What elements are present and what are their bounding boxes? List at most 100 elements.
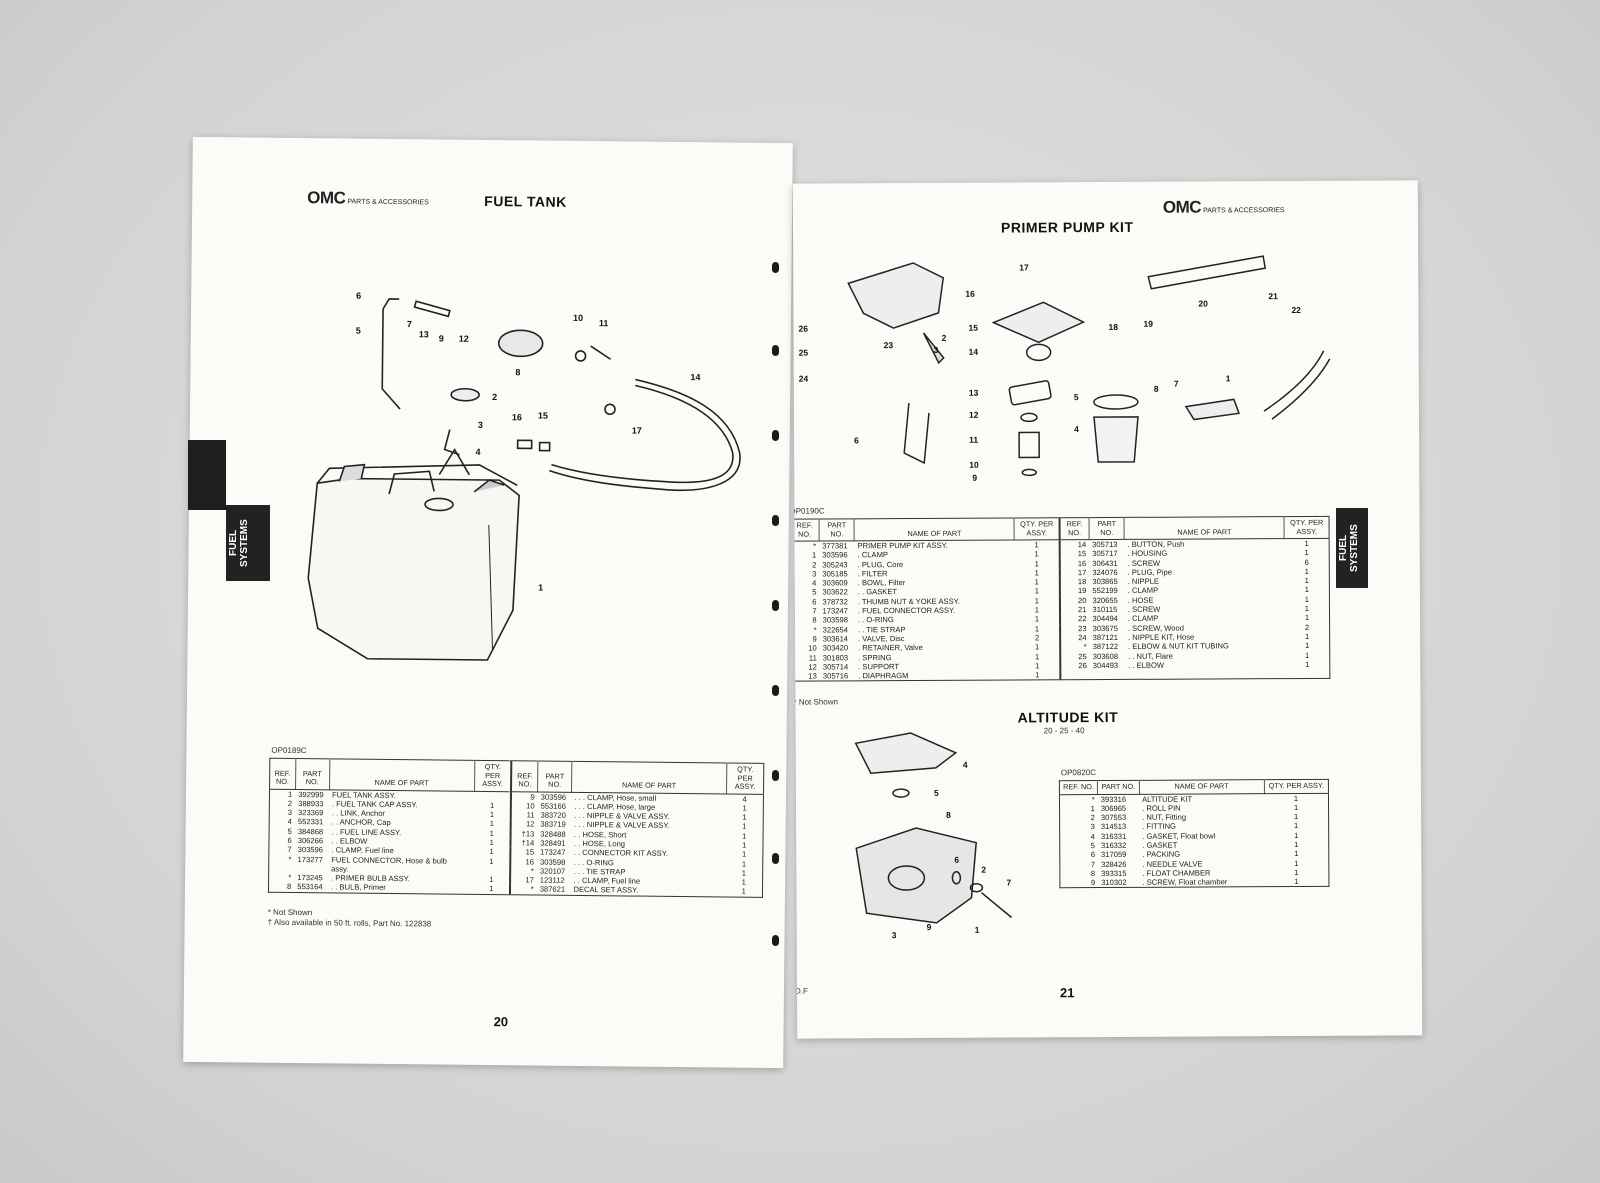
qty: 1 [1293,793,1299,803]
part-no: 317059 [1101,850,1127,860]
ref-no: 25 [1078,651,1087,661]
callout-7: 7 [1174,379,1179,389]
primer-pump-parts-table: REF. NO. PART NO. NAME OF PART QTY. PER … [792,515,1331,683]
ref-no: 9 [1090,878,1096,888]
part-no: 303609 [822,578,848,588]
callout-10: 10 [969,460,979,470]
callout-25: 25 [799,348,809,358]
callout-15: 15 [968,323,978,333]
qty [473,865,511,876]
part-no: 314513 [1100,822,1127,832]
callout-3: 3 [478,420,483,430]
part-name: DECAL SET ASSY. [573,885,639,896]
qty: 1 [1014,614,1061,625]
page-number: 20 [493,1014,509,1030]
part-no: 387621 [539,885,566,895]
qty: 1 [1294,830,1299,840]
ref-no: 9 [812,634,817,644]
ref-no: 8 [1090,868,1096,878]
callout-16: 16 [512,412,522,422]
header-name-of-part: NAME OF PART [854,517,1015,541]
ref-no: * [1083,642,1087,652]
altitude-figure-code: OP0820C [1060,768,1097,778]
part-no: 384868 [297,826,324,836]
part-no: 305717 [1092,549,1118,559]
part-no: 320107 [539,866,566,876]
ref-no: 1 [811,550,817,560]
header-part-no: PART NO. [537,761,572,792]
ref-no: 12 [525,819,535,829]
callout-26: 26 [798,324,808,334]
part-name: . SCREW, Float chamber [1142,877,1228,887]
part-name: . . BULB, Primer [330,882,386,893]
fuel-systems-tab-left: FUEL SYSTEMS [226,505,270,581]
part-no: 306965 [1100,803,1127,813]
qty: 1 [1014,577,1060,587]
qty: 1 [1014,568,1060,578]
part-no: 303596 [822,550,848,560]
qty: 1 [1304,538,1309,548]
qty: 1 [741,859,747,869]
qty: 1 [473,819,512,829]
qty: 1 [1294,877,1299,887]
part-no: 392999 [298,789,324,799]
callout-11: 11 [969,435,978,445]
callout-22: 22 [1291,305,1301,315]
ref-no: 15 [525,847,535,857]
fuel-tank-diagram: 1 2 3 4 5 6 7 8 9 10 11 12 13 14 15 16 1… [307,291,741,661]
header-qty: QTY. PER ASSY. [1263,779,1329,794]
ref-no: 8 [286,882,292,892]
qty: 1 [742,803,747,813]
ref-no: 6 [812,597,817,607]
ref-no: 2 [287,798,293,808]
header-ref-no: REF. NO. [269,758,296,789]
callout-2: 2 [492,392,497,402]
ref-no: 11 [808,653,817,663]
qty: 1 [1014,539,1060,550]
note-not-shown: * Not Shown [793,697,838,707]
qty: 1 [1304,594,1310,604]
qty: 1 [1293,812,1299,822]
part-no: 310115 [1092,605,1118,615]
ref-no: 7 [287,845,292,855]
part-no: 303596 [540,792,567,802]
ref-no: 1 [287,789,293,799]
header-qty: QTY. PER ASSY. [726,763,764,794]
page-title: FUEL TANK [484,192,567,210]
header-qty: QTY. PER ASSY. [1014,517,1060,540]
part-no: 303596 [297,845,324,855]
part-no: 123112 [539,875,565,885]
qty: 1 [1304,566,1309,576]
part-no: 388933 [298,798,324,809]
part-no: 173247 [822,606,848,616]
ref-no: 12 [808,662,817,672]
callout-18: 18 [1108,322,1118,332]
qty: 1 [742,822,747,832]
part-no: 304494 [1092,614,1118,624]
part-no: 303608 [1092,651,1119,661]
header-ref-no: REF. NO. [1059,780,1098,795]
part-no: 173277 [297,854,323,864]
part-no: 383719 [540,819,566,830]
header-qty: QTY. PER ASSY. [1284,516,1330,539]
qty: 1 [473,800,512,811]
part-no: 387121 [1092,632,1119,643]
callout-20: 20 [1198,298,1208,308]
ref-no: 2 [1090,813,1095,823]
qty: 1 [1304,631,1310,641]
part-name: . DIAPHRAGM [858,671,909,681]
header-name-of-part: NAME OF PART [329,758,475,791]
qty: 1 [1304,604,1310,614]
part-no: 328488 [540,829,566,839]
ref-no: 8 [812,615,817,625]
qty: 1 [741,887,746,897]
part-no: 303598 [822,615,848,625]
qty: 1 [1014,596,1060,606]
callout-9: 9 [439,333,444,343]
part-no: 323369 [297,808,324,818]
qty: 1 [473,828,512,839]
ref-no: †13 [521,829,535,839]
qty: 1 [741,877,746,887]
